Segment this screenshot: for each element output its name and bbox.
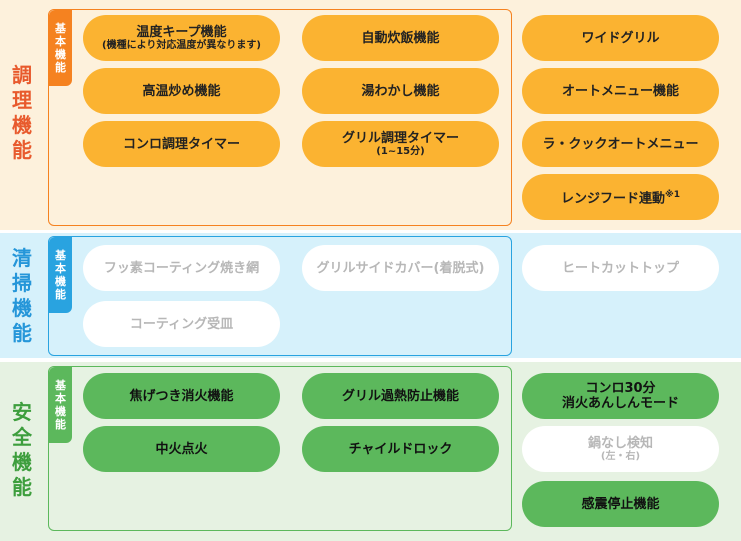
cooking-title-char: 機 xyxy=(12,112,32,137)
safety-title-char: 能 xyxy=(12,474,32,499)
cooking-basic-badge: 基 本 機 能 xyxy=(49,10,72,86)
footnote-mark: ※1 xyxy=(665,189,681,200)
cooking-title-char: 理 xyxy=(12,87,32,112)
button-label: 温度キープ機能 xyxy=(136,24,227,40)
medium-flame-ignition-button[interactable]: 中火点火 xyxy=(83,426,280,472)
button-label: コンロ30分 xyxy=(585,381,656,396)
button-label: 感震停止機能 xyxy=(581,496,660,512)
button-label: 中火点火 xyxy=(155,441,208,457)
safety-title-char: 全 xyxy=(12,424,32,449)
safety-basic-badge: 基 本 機 能 xyxy=(49,367,72,443)
button-label: チャイルドロック xyxy=(348,441,453,457)
button-label: コーティング受皿 xyxy=(129,316,234,332)
cleaning-title-char: 清 xyxy=(12,245,32,270)
stove-30min-safe-mode-button[interactable]: コンロ30分 消火あんしんモード xyxy=(522,373,719,419)
temperature-keep-button[interactable]: 温度キープ機能 (機種により対応温度が異なります) xyxy=(83,15,280,61)
grill-side-cover-button[interactable]: グリルサイドカバー(着脱式) xyxy=(302,245,499,291)
auto-menu-button[interactable]: オートメニュー機能 xyxy=(522,68,719,114)
button-label: 自動炊飯機能 xyxy=(361,30,440,46)
child-lock-button[interactable]: チャイルドロック xyxy=(302,426,499,472)
wide-grill-button[interactable]: ワイドグリル xyxy=(522,15,719,61)
badge-char: 機 xyxy=(55,405,66,418)
button-sublabel: (1~15分) xyxy=(376,145,425,157)
button-label: 湯わかし機能 xyxy=(361,83,440,99)
badge-char: 機 xyxy=(55,48,66,61)
safety-title-char: 機 xyxy=(12,449,32,474)
cooking-section-title: 調 理 機 能 xyxy=(10,60,34,165)
scorch-extinguish-button[interactable]: 焦げつき消火機能 xyxy=(83,373,280,419)
button-label: 鍋なし検知 xyxy=(587,435,653,451)
cleaning-title-char: 掃 xyxy=(12,270,32,295)
badge-char: 機 xyxy=(55,275,66,288)
badge-char: 能 xyxy=(55,418,66,431)
button-label: コンロ調理タイマー xyxy=(122,136,240,152)
fluorine-coated-grill-net-button[interactable]: フッ素コーティング焼き網 xyxy=(83,245,280,291)
badge-char: 基 xyxy=(55,379,66,392)
cleaning-title-char: 機 xyxy=(12,295,32,320)
heat-cut-top-button[interactable]: ヒートカットトップ xyxy=(522,245,719,291)
cleaning-section: 清 掃 機 能 基 本 機 能 フッ素コーティング焼き網 コーティング受皿 グリ… xyxy=(0,233,741,358)
coated-drip-tray-button[interactable]: コーティング受皿 xyxy=(83,301,280,347)
badge-char: 本 xyxy=(55,392,66,405)
earthquake-stop-button[interactable]: 感震停止機能 xyxy=(522,481,719,527)
safety-basic-frame: 基 本 機 能 xyxy=(48,366,512,531)
stove-timer-button[interactable]: コンロ調理タイマー xyxy=(83,121,280,167)
range-hood-link-button[interactable]: レンジフード連動※1 xyxy=(522,174,719,220)
button-label: フッ素コーティング焼き網 xyxy=(103,260,260,276)
cleaning-section-title: 清 掃 機 能 xyxy=(10,243,34,348)
button-label: オートメニュー機能 xyxy=(561,83,679,99)
badge-char: 基 xyxy=(55,22,66,35)
button-sublabel: (左・右) xyxy=(600,450,641,462)
cooking-section: 調 理 機 能 基 本 機 能 温度キープ機能 (機種により対応温度が異なります… xyxy=(0,0,741,230)
button-label: 高温炒め機能 xyxy=(142,83,221,99)
badge-char: 基 xyxy=(55,249,66,262)
safety-title-char: 安 xyxy=(12,399,32,424)
water-boiling-button[interactable]: 湯わかし機能 xyxy=(302,68,499,114)
button-label: グリル過熱防止機能 xyxy=(341,388,459,404)
auto-rice-cooking-button[interactable]: 自動炊飯機能 xyxy=(302,15,499,61)
badge-char: 本 xyxy=(55,262,66,275)
cleaning-basic-badge: 基 本 機 能 xyxy=(49,237,72,313)
button-label: ヒートカットトップ xyxy=(561,260,679,276)
button-label: ワイドグリル xyxy=(581,30,660,46)
grill-overheat-prevention-button[interactable]: グリル過熱防止機能 xyxy=(302,373,499,419)
cleaning-title-char: 能 xyxy=(12,320,32,345)
cooking-title-char: 能 xyxy=(12,137,32,162)
button-label: レンジフード連動 xyxy=(560,191,665,207)
la-cook-auto-menu-button[interactable]: ラ・クックオートメニュー xyxy=(522,121,719,167)
badge-char: 本 xyxy=(55,35,66,48)
safety-section-title: 安 全 機 能 xyxy=(10,397,34,502)
button-sublabel: 消火あんしんモード xyxy=(561,396,679,411)
cleaning-basic-frame: 基 本 機 能 xyxy=(48,236,512,356)
safety-section: 安 全 機 能 基 本 機 能 焦げつき消火機能 中火点火 グリル過熱防止機能 … xyxy=(0,362,741,541)
button-label: ラ・クックオートメニュー xyxy=(542,136,699,152)
high-temp-stir-fry-button[interactable]: 高温炒め機能 xyxy=(83,68,280,114)
cooking-basic-frame: 基 本 機 能 xyxy=(48,9,512,226)
cooking-title-char: 調 xyxy=(12,62,32,87)
pan-detection-button[interactable]: 鍋なし検知 (左・右) xyxy=(522,426,719,472)
button-label: 焦げつき消火機能 xyxy=(129,388,234,404)
badge-char: 能 xyxy=(55,288,66,301)
badge-char: 能 xyxy=(55,61,66,74)
button-label: グリル調理タイマー xyxy=(341,130,459,146)
button-sublabel: (機種により対応温度が異なります) xyxy=(102,39,261,51)
button-label: グリルサイドカバー(着脱式) xyxy=(316,260,485,276)
grill-timer-button[interactable]: グリル調理タイマー (1~15分) xyxy=(302,121,499,167)
